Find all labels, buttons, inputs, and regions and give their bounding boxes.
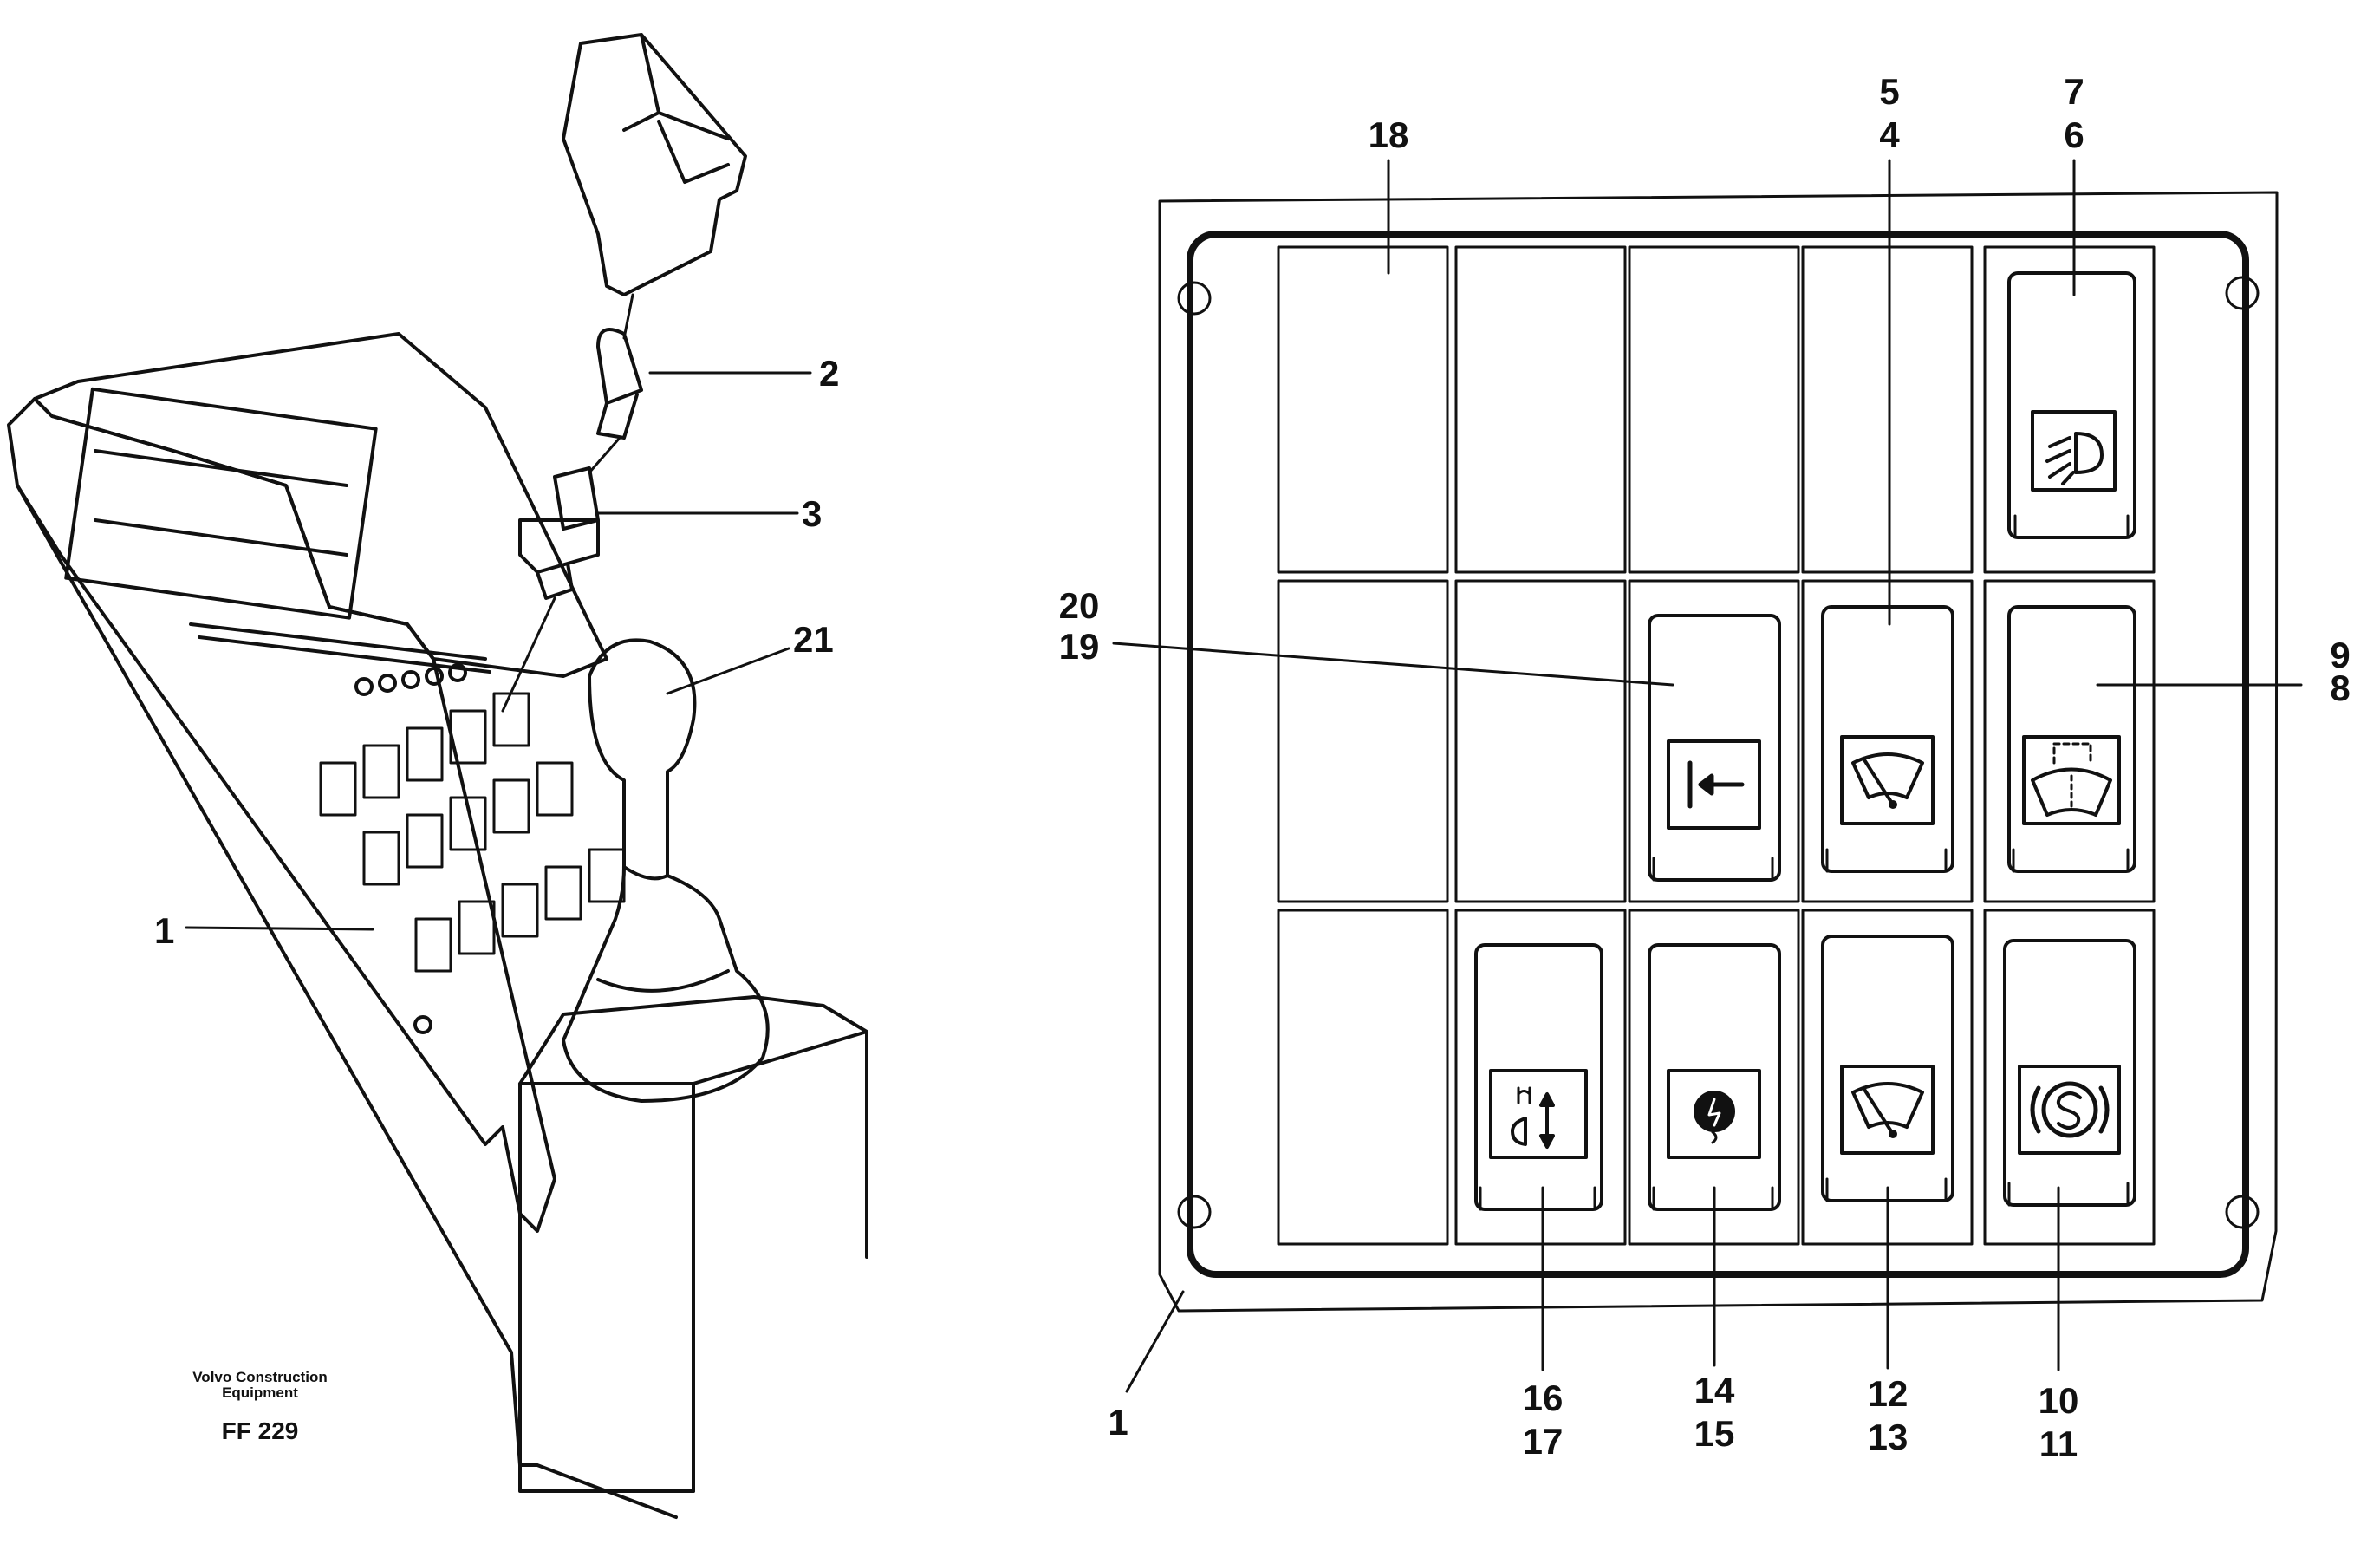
callout-3: 3 xyxy=(802,493,822,534)
caption-company-line1: Volvo Construction xyxy=(192,1369,328,1385)
slot-r1-c3 xyxy=(1628,245,1800,574)
slot-r1-c5 xyxy=(1983,245,2156,574)
callout-12: 12 xyxy=(1868,1373,1909,1414)
console-side xyxy=(7,397,556,1233)
callout-18: 18 xyxy=(1369,114,1409,155)
slot-r3-c5 xyxy=(1983,909,2156,1246)
mounting-hole-br xyxy=(2225,1195,2260,1229)
gear-lever xyxy=(562,638,770,1103)
callout-1-left: 1 xyxy=(154,910,174,951)
rocker-switch xyxy=(562,33,747,296)
callout-17: 17 xyxy=(1523,1421,1564,1462)
console-screw xyxy=(413,1015,432,1034)
slot-r3-c2 xyxy=(1454,909,1627,1246)
switch-arrow xyxy=(1648,614,1781,882)
callout-9: 9 xyxy=(2330,635,2350,675)
switch-adjust xyxy=(1474,943,1603,1211)
indicator-row xyxy=(354,663,467,696)
mounting-hole-bl xyxy=(1177,1195,1212,1229)
right-leader-lines xyxy=(1112,159,2303,1393)
switch-panel: 18 5 4 7 6 20 19 9 8 16 17 14 15 12 13 1… xyxy=(1059,71,2351,1464)
callout-13: 13 xyxy=(1868,1417,1909,1457)
switch-work-light xyxy=(2007,271,2136,539)
panel-outer-plate xyxy=(1158,191,2279,1313)
callout-14: 14 xyxy=(1694,1370,1735,1410)
callout-21: 21 xyxy=(793,619,834,660)
callout-1-right: 1 xyxy=(1108,1402,1128,1443)
console-keypad xyxy=(319,692,626,973)
callout-16: 16 xyxy=(1523,1378,1564,1418)
mounting-hole-tl xyxy=(1177,281,1212,316)
parking-brake-icon xyxy=(2030,1081,2110,1138)
assembly-line xyxy=(501,293,634,713)
callout-8: 8 xyxy=(2330,668,2350,708)
callout-11: 11 xyxy=(2039,1423,2078,1464)
slot-grid xyxy=(1277,245,2156,1246)
arrow-left-icon xyxy=(1687,760,1745,809)
switch-washer-wiper xyxy=(2007,605,2136,873)
washer-wiper-icon xyxy=(2031,742,2112,817)
slot-r3-c1 xyxy=(1277,909,1449,1246)
callout-2: 2 xyxy=(819,353,839,394)
panel-frame xyxy=(1187,231,2249,1278)
bulb-part xyxy=(596,328,643,440)
switch-parking-brake xyxy=(2003,939,2136,1207)
work-light-icon xyxy=(2045,432,2104,485)
callout-19: 19 xyxy=(1059,626,1100,667)
left-callouts: 2 3 21 1 xyxy=(154,353,839,951)
left-illustration xyxy=(7,33,868,1519)
slot-r2-c4 xyxy=(1801,579,1974,903)
switch-wiper-rear xyxy=(1821,605,1954,873)
callout-4: 4 xyxy=(1879,114,1900,155)
slot-r2-c2 xyxy=(1454,579,1627,903)
callout-20: 20 xyxy=(1059,585,1100,626)
bulb-holder-part xyxy=(518,466,600,600)
callout-10: 10 xyxy=(2039,1380,2079,1421)
mounting-hole-tr xyxy=(2225,276,2260,310)
adjust-arrows-icon xyxy=(1511,1086,1555,1149)
callout-7: 7 xyxy=(2064,71,2084,112)
switch-circle-symbol xyxy=(1648,943,1781,1211)
slot-r1-c4 xyxy=(1801,245,1974,574)
right-callouts: 18 5 4 7 6 20 19 9 8 16 17 14 15 12 13 1… xyxy=(1059,71,2351,1464)
slot-r2-c1 xyxy=(1277,579,1449,903)
circle-symbol-icon xyxy=(1694,1091,1735,1144)
callout-5: 5 xyxy=(1879,71,1899,112)
slot-r2-c3 xyxy=(1628,579,1800,903)
wiper-icon xyxy=(1851,752,1924,809)
display-panel xyxy=(64,387,378,620)
wiper-icon xyxy=(1851,1082,1924,1138)
callout-6: 6 xyxy=(2064,114,2084,155)
slot-r2-c5 xyxy=(1983,579,2156,903)
callout-15: 15 xyxy=(1694,1413,1735,1454)
caption-company-line2: Equipment xyxy=(222,1384,298,1401)
slot-r1-c1 xyxy=(1277,245,1449,574)
switch-wiper-front xyxy=(1821,935,1954,1202)
console-lower-edge xyxy=(16,484,678,1519)
caption-figure-code: FF 229 xyxy=(222,1417,299,1444)
figure-caption: Volvo Construction Equipment FF 229 xyxy=(192,1369,328,1444)
slot-r1-c2 xyxy=(1454,245,1627,574)
console-body xyxy=(33,332,608,678)
